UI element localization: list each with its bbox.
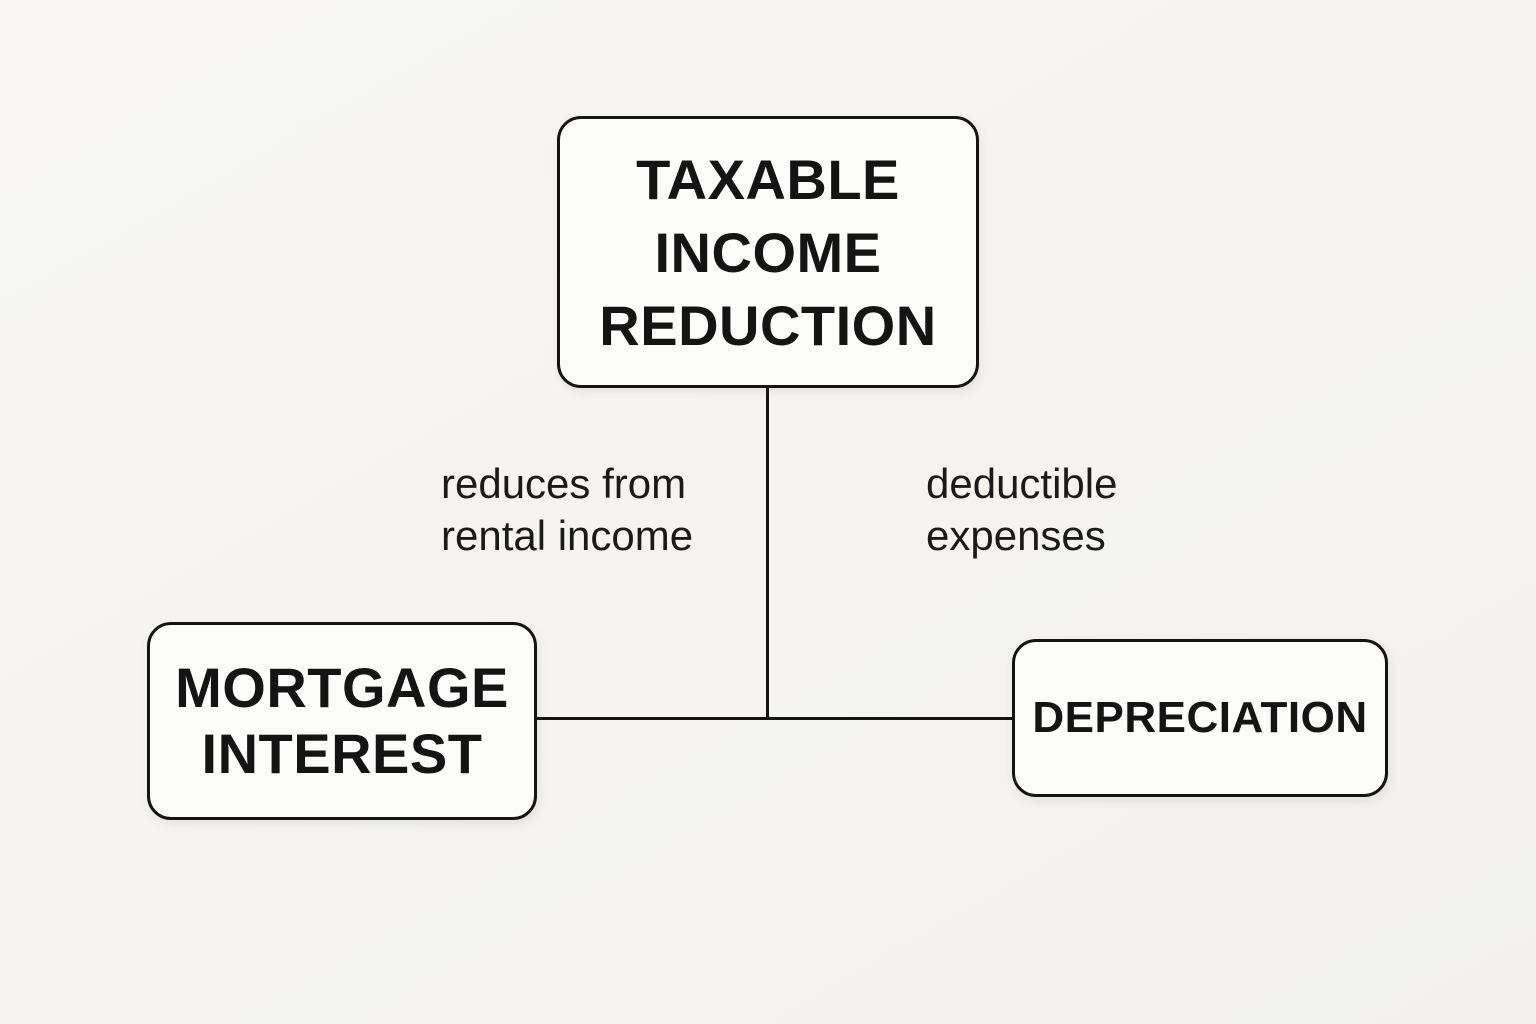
node-mortgage-interest: MORTGAGE INTEREST	[147, 622, 537, 820]
node-depreciation: DEPRECIATION	[1012, 639, 1388, 797]
edge-label-line: expenses	[926, 512, 1106, 559]
edge-label-line: reduces from	[441, 460, 687, 507]
edge-label-line: rental income	[441, 512, 694, 559]
node-depreciation-label: DEPRECIATION	[1032, 693, 1368, 742]
connector-taxable-to-junction	[766, 388, 769, 719]
node-mortgage-interest-label: MORTGAGE INTEREST	[175, 656, 509, 785]
node-taxable-income-reduction: TAXABLE INCOME REDUCTION	[557, 116, 979, 388]
edge-label-line: deductible	[926, 460, 1118, 507]
edge-label-deductible-expenses: deductible expenses	[926, 458, 1117, 562]
node-taxable-income-reduction-label: TAXABLE INCOME REDUCTION	[599, 147, 937, 357]
edge-label-reduces-from-rental-income: reduces from rental income	[441, 458, 693, 562]
connector-mortgage-to-depreciation	[537, 717, 1012, 720]
